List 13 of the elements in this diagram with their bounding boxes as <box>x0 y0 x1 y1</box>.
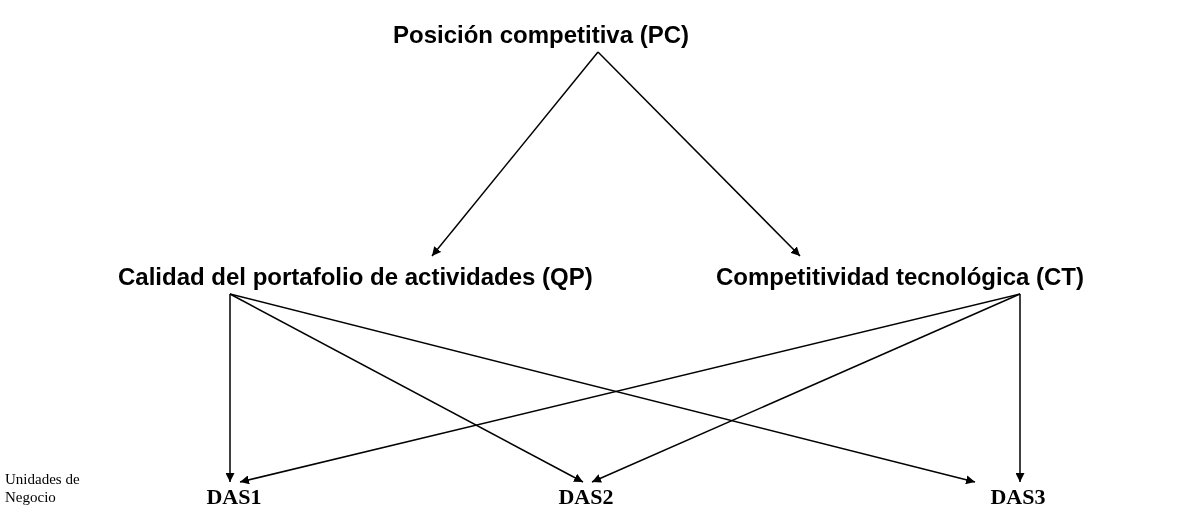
unit-text: DAS2 <box>538 484 634 512</box>
arrow <box>591 293 1021 483</box>
arrow <box>597 51 801 257</box>
unit-text: DAS1 <box>186 484 282 512</box>
category-text: Competitividad tecnológica (CT) <box>716 262 1088 292</box>
side-label: Unidades de Negocio <box>5 470 81 506</box>
unit-text: DAS3 <box>966 484 1070 512</box>
arrow <box>225 293 235 483</box>
heading-text: Posición competitiva (PC) <box>393 20 805 50</box>
arrow <box>1015 293 1025 483</box>
category-text: Calidad del portafolio de actividades (QP) <box>118 262 678 292</box>
arrow <box>431 51 599 257</box>
arrow <box>229 293 584 483</box>
